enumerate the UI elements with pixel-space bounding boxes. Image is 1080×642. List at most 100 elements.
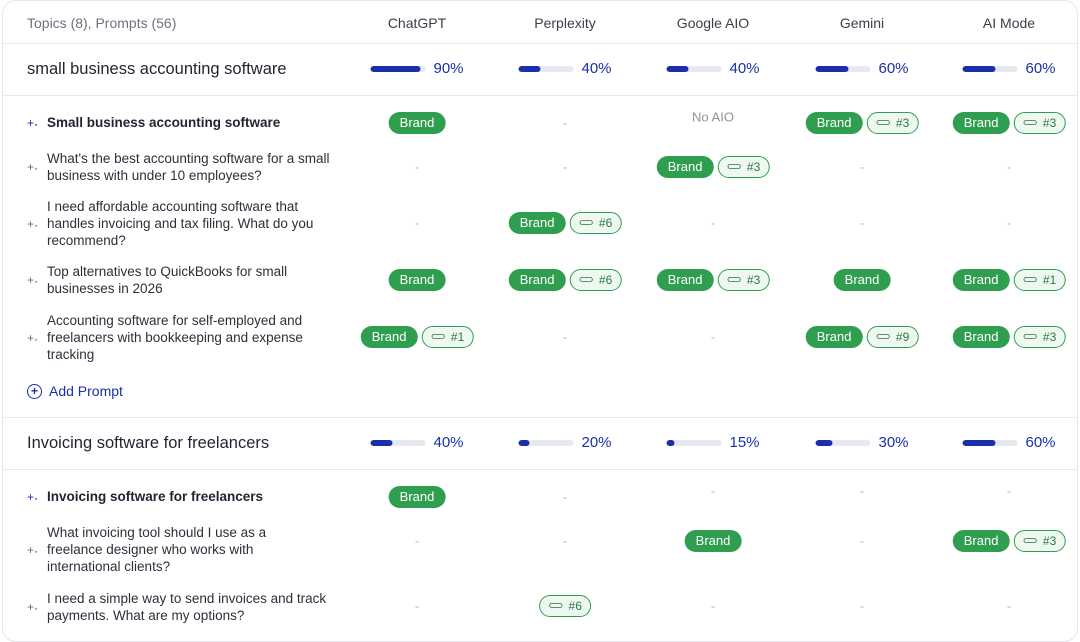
- brand-badge[interactable]: Brand: [952, 112, 1010, 134]
- add-prompt-button[interactable]: + Add Prompt: [27, 383, 123, 399]
- column-gemini[interactable]: Gemini: [839, 15, 885, 31]
- column-ai-mode[interactable]: AI Mode: [982, 15, 1036, 31]
- progress-bar: [815, 65, 871, 72]
- column-chatgpt[interactable]: ChatGPT: [387, 15, 447, 31]
- result-cell: -: [860, 160, 864, 175]
- prompt-text: Accounting software for self-employed an…: [47, 313, 303, 362]
- prompt-row[interactable]: +˖ Small business accounting software: [27, 114, 280, 131]
- rank-badge[interactable]: ⊂⊃#3: [1013, 326, 1066, 348]
- brand-badge[interactable]: Brand: [952, 269, 1010, 291]
- visibility-percent: 20%: [581, 434, 612, 451]
- rank-badge[interactable]: ⊂⊃#6: [569, 212, 622, 234]
- prompt-text: What's the best accounting software for …: [47, 151, 330, 183]
- rank-badge[interactable]: ⊂⊃#1: [421, 326, 474, 348]
- link-icon: ⊂⊃: [578, 274, 594, 286]
- column-google-aio[interactable]: Google AIO: [676, 15, 750, 31]
- table-header: Topics (8), Prompts (56) ChatGPT Perplex…: [3, 1, 1077, 44]
- empty-cell: -: [859, 598, 865, 614]
- visibility-metric: 90%: [370, 60, 464, 77]
- brand-badge[interactable]: Brand: [508, 212, 566, 234]
- prompt-row[interactable]: +˖ Invoicing software for freelancers: [27, 488, 263, 505]
- result-cell: -: [563, 534, 567, 549]
- prompt-text: I need affordable accounting software th…: [47, 199, 314, 248]
- result-cell: -: [711, 599, 715, 614]
- visibility-metric: 40%: [370, 434, 464, 451]
- brand-badge[interactable]: Brand: [684, 530, 742, 552]
- rank-badge[interactable]: ⊂⊃#3: [1013, 112, 1066, 134]
- prompt-text: I need a simple way to send invoices and…: [47, 591, 327, 623]
- link-icon: ⊂⊃: [1022, 117, 1038, 129]
- link-icon: ⊂⊃: [726, 274, 742, 286]
- progress-bar: [815, 439, 871, 446]
- prompt-row[interactable]: +˖ What's the best accounting software f…: [27, 150, 337, 184]
- brand-badge[interactable]: Brand: [388, 486, 446, 508]
- visibility-metric: 30%: [815, 434, 909, 451]
- brand-badge[interactable]: Brand: [805, 112, 863, 134]
- result-cell: Brand ⊂⊃#1: [360, 326, 474, 348]
- prompt-row[interactable]: +˖ I need affordable accounting software…: [27, 198, 339, 249]
- link-icon: ⊂⊃: [875, 117, 891, 129]
- link-icon: ⊂⊃: [726, 161, 742, 173]
- result-cell: -: [1007, 160, 1011, 175]
- brand-badge[interactable]: Brand: [833, 269, 891, 291]
- link-icon: ⊂⊃: [430, 331, 446, 343]
- empty-cell: -: [562, 159, 568, 175]
- column-perplexity[interactable]: Perplexity: [534, 15, 596, 31]
- no-aio-label: No AIO: [692, 109, 734, 125]
- empty-cell: -: [1006, 483, 1012, 499]
- topic-row[interactable]: small business accounting software 90% 4…: [3, 44, 1077, 96]
- result-cell: -: [860, 599, 864, 614]
- brand-badge[interactable]: Brand: [952, 530, 1010, 552]
- sparkle-icon: +˖: [27, 216, 39, 231]
- topic-row[interactable]: Invoicing software for freelancers 40% 2…: [3, 418, 1077, 470]
- rank-badge[interactable]: ⊂⊃#3: [1013, 530, 1066, 552]
- brand-badge[interactable]: Brand: [388, 112, 446, 134]
- brand-badge[interactable]: Brand: [360, 326, 418, 348]
- result-cell: Brand ⊂⊃#3: [656, 269, 770, 291]
- brand-badge[interactable]: Brand: [388, 269, 446, 291]
- result-cell: -: [415, 599, 419, 614]
- prompt-row[interactable]: +˖ What invoicing tool should I use as a…: [27, 524, 307, 575]
- result-cell: Brand: [388, 269, 446, 291]
- sparkle-icon: +˖: [27, 600, 39, 614]
- brand-badge[interactable]: Brand: [656, 269, 714, 291]
- progress-bar: [518, 439, 574, 446]
- empty-cell: -: [1006, 215, 1012, 231]
- result-cell: Brand ⊂⊃#1: [952, 269, 1066, 291]
- visibility-percent: 90%: [433, 60, 464, 77]
- link-icon: ⊂⊃: [1022, 274, 1038, 286]
- rank-badge[interactable]: ⊂⊃#9: [866, 326, 919, 348]
- visibility-metric: 60%: [962, 434, 1056, 451]
- result-cell: Brand: [833, 269, 891, 291]
- brand-badge[interactable]: Brand: [508, 269, 566, 291]
- prompt-row[interactable]: +˖ Accounting software for self-employed…: [27, 312, 337, 363]
- prompt-row[interactable]: +˖ I need a simple way to send invoices …: [27, 590, 352, 624]
- result-cell: Brand ⊂⊃#3: [805, 112, 919, 134]
- result-cell: -: [860, 484, 864, 499]
- result-cell: Brand ⊂⊃#3: [952, 530, 1066, 552]
- empty-cell: -: [859, 533, 865, 549]
- empty-cell: -: [1006, 598, 1012, 614]
- visibility-percent: 60%: [1025, 60, 1056, 77]
- result-cell: -: [1007, 599, 1011, 614]
- progress-bar: [518, 65, 574, 72]
- prompt-row[interactable]: +˖ Top alternatives to QuickBooks for sm…: [27, 263, 322, 297]
- prompt-text: Invoicing software for freelancers: [47, 489, 264, 504]
- result-cell: -: [1007, 484, 1011, 499]
- empty-cell: -: [562, 115, 568, 131]
- result-cell: Brand: [388, 486, 446, 508]
- brand-badge[interactable]: Brand: [805, 326, 863, 348]
- brand-badge[interactable]: Brand: [952, 326, 1010, 348]
- rank-badge[interactable]: ⊂⊃#1: [1013, 269, 1066, 291]
- rank-badge[interactable]: ⊂⊃#6: [539, 595, 591, 617]
- empty-cell: -: [710, 483, 716, 499]
- rank-badge[interactable]: ⊂⊃#3: [717, 269, 770, 291]
- result-cell: -: [415, 160, 419, 175]
- visibility-metric: 20%: [518, 434, 612, 451]
- rank-badge[interactable]: ⊂⊃#3: [866, 112, 919, 134]
- rank-badge[interactable]: ⊂⊃#3: [717, 156, 770, 178]
- empty-cell: -: [562, 489, 568, 505]
- rank-badge[interactable]: ⊂⊃#6: [569, 269, 622, 291]
- brand-badge[interactable]: Brand: [656, 156, 714, 178]
- result-cell: -: [711, 216, 715, 231]
